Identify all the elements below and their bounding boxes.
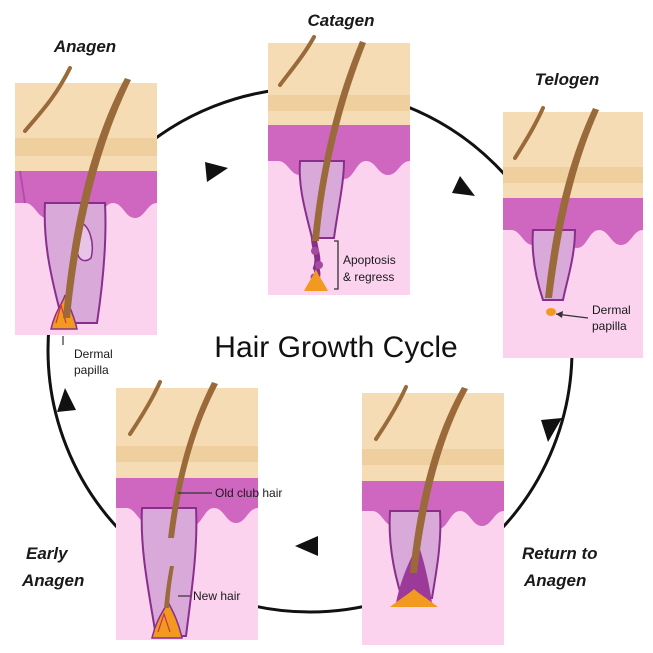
panel-telogen [503, 106, 643, 358]
anagen-note-line1: Dermal [74, 347, 113, 361]
label-early-line2: Anagen [21, 571, 84, 590]
arrow-telogen-to-return [541, 418, 562, 442]
new-hair-note: New hair [193, 589, 240, 603]
label-anagen: Anagen [53, 37, 116, 56]
telogen-note-line1: Dermal [592, 303, 631, 317]
catagen-note-line2: & regress [343, 270, 394, 284]
arrow-catagen-to-telogen [452, 176, 475, 196]
arrow-anagen-to-catagen [205, 162, 228, 182]
panel-early-anagen [116, 380, 258, 640]
diagram-title: Hair Growth Cycle [214, 331, 457, 364]
anagen-note-line2: papilla [74, 363, 109, 377]
panel-return-to-anagen [362, 385, 504, 645]
catagen-note-line1: Apoptosis [343, 253, 396, 267]
label-return-line1: Return to [522, 544, 598, 563]
label-early-line1: Early [26, 544, 69, 563]
panel-catagen [268, 35, 410, 295]
cycle-arrows [57, 162, 562, 556]
label-catagen: Catagen [307, 11, 374, 30]
panel-anagen [15, 66, 157, 335]
telogen-note-line2: papilla [592, 319, 627, 333]
label-telogen: Telogen [535, 70, 600, 89]
arrow-early-to-anagen [57, 388, 76, 412]
telogen-pointer-head [556, 311, 563, 318]
arrow-return-to-early [295, 536, 318, 556]
old-club-hair-note: Old club hair [215, 486, 282, 500]
label-return-line2: Anagen [523, 571, 586, 590]
